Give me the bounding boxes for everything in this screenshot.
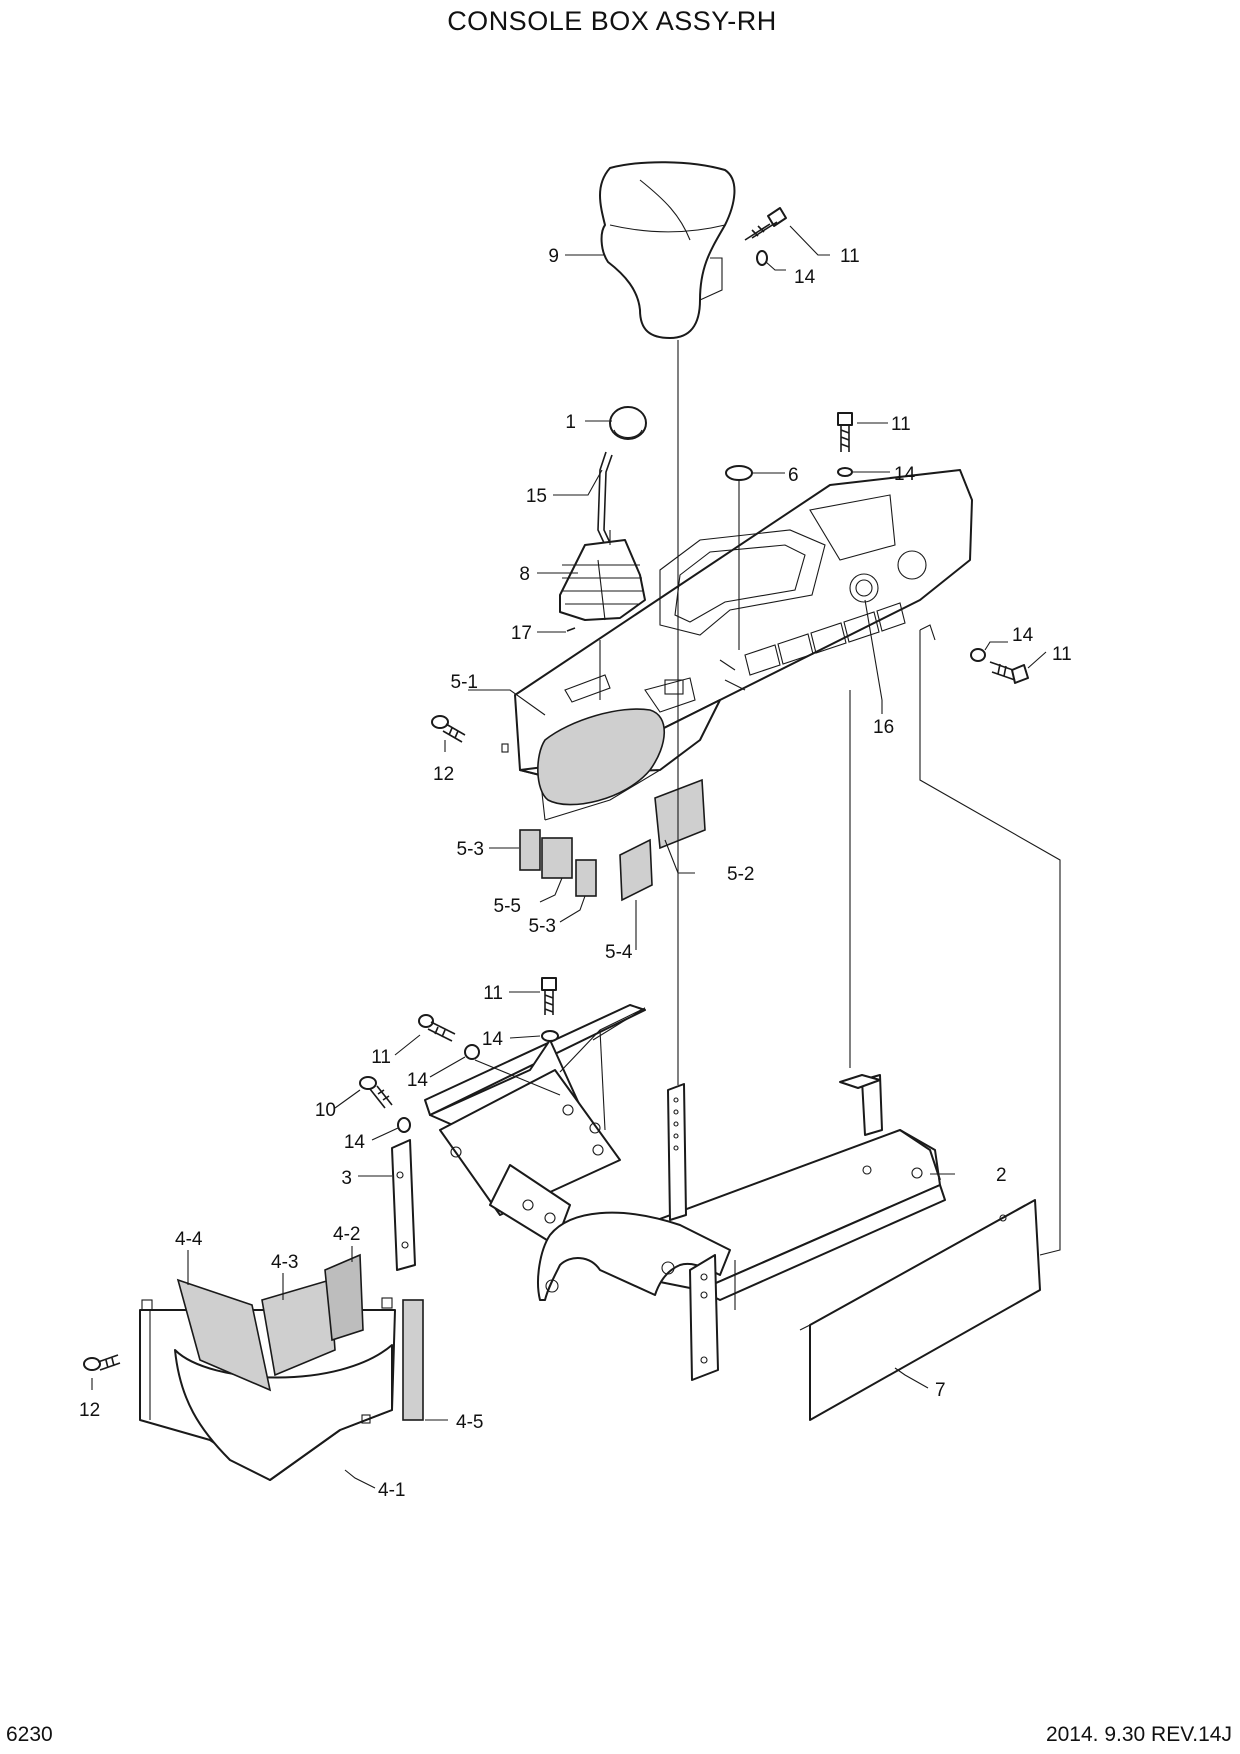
part-14-washer-middle-top	[541, 1030, 559, 1042]
part-4-3-pad	[261, 1278, 336, 1377]
callout-14-lower: 14	[344, 1132, 366, 1153]
callout-1: 1	[565, 412, 576, 433]
part-2-base-frame	[537, 1074, 946, 1381]
part-6-cap	[725, 465, 753, 481]
part-14-washer-top-right	[837, 467, 853, 477]
part-14-washer-lower	[397, 1117, 411, 1133]
callout-9: 9	[548, 246, 559, 267]
callout-4-3: 4-3	[271, 1252, 298, 1273]
part-5-2-pad	[654, 778, 706, 850]
part-11-bolt-side	[989, 661, 1029, 684]
callout-4-2: 4-2	[333, 1224, 360, 1245]
callout-4-4: 4-4	[175, 1229, 203, 1250]
part-14-washer-grip	[756, 250, 768, 266]
part-4-2-pad	[324, 1253, 364, 1342]
callout-2: 2	[996, 1165, 1007, 1186]
callout-6: 6	[788, 465, 799, 486]
callout-3: 3	[341, 1168, 352, 1189]
callout-11-middle-left: 11	[371, 1047, 391, 1068]
part-4-5-strip	[402, 1299, 424, 1421]
callout-14-grip: 14	[794, 267, 816, 288]
part-8-rubber-boot	[559, 539, 646, 621]
callout-14-middle-top: 14	[482, 1029, 504, 1050]
part-4-pads	[176, 1253, 364, 1392]
callout-7: 7	[935, 1380, 946, 1401]
callout-11-grip: 11	[840, 246, 860, 267]
part-4-4-pad	[176, 1278, 272, 1392]
leader-lines	[91, 225, 1047, 1489]
callout-5-4: 5-4	[605, 942, 633, 963]
callout-14-middle-left: 14	[407, 1070, 429, 1091]
callout-5-3-left: 5-3	[457, 839, 484, 860]
part-7-cover-plate	[799, 1199, 1041, 1421]
part-11-bolt-middle-top	[541, 977, 557, 1015]
callout-4-1: 4-1	[378, 1480, 405, 1501]
callout-15: 15	[526, 486, 547, 507]
callout-labels: 1 15 8 17 9 11 14 11 14 6 14 11 16 5-1 1…	[79, 246, 1072, 1501]
callout-14-top: 14	[894, 464, 916, 485]
part-9-joystick-grip	[599, 161, 736, 339]
callout-14-side: 14	[1012, 625, 1034, 646]
part-5-4-pad	[619, 838, 653, 902]
callout-11-side: 11	[1052, 644, 1072, 665]
callout-5-2: 5-2	[727, 864, 754, 885]
console-tab	[501, 743, 509, 753]
callout-8: 8	[519, 564, 530, 585]
part-bracket-plate	[424, 1004, 646, 1246]
callout-5-3-right: 5-3	[529, 916, 556, 937]
part-11-bolt-grip	[744, 207, 787, 241]
callout-11-middle-top: 11	[483, 983, 503, 1004]
page-number: 6230	[6, 1723, 53, 1746]
part-5-3-pad-left	[519, 829, 541, 871]
page-title: CONSOLE BOX ASSY-RH	[447, 6, 777, 36]
assembly-guide-lines	[474, 340, 1061, 1256]
part-5-pads	[519, 778, 706, 902]
part-1-knob	[609, 406, 647, 440]
revision-stamp: 2014. 9.30 REV.14J	[1046, 1723, 1232, 1746]
callout-5-1: 5-1	[451, 672, 478, 693]
part-5-3-pad-right	[575, 859, 597, 897]
part-3-bracket	[391, 1139, 416, 1271]
callout-17: 17	[511, 623, 532, 644]
part-11-bolt-middle-left	[418, 1014, 456, 1042]
part-14-washer-side	[970, 648, 986, 662]
part-12-screw-console	[431, 715, 466, 743]
part-12-screw-lower	[83, 1354, 121, 1371]
part-5-5-pad	[541, 837, 573, 879]
callout-11-top: 11	[891, 414, 911, 435]
callout-16: 16	[873, 717, 894, 738]
callout-12-lower: 12	[79, 1400, 100, 1421]
callout-5-5: 5-5	[494, 896, 521, 917]
callout-10: 10	[315, 1100, 336, 1121]
part-17-pin	[566, 627, 576, 632]
callout-12-console: 12	[433, 764, 454, 785]
part-14-washer-middle-left	[464, 1044, 480, 1060]
part-11-bolt-top-right	[837, 412, 853, 452]
part-5-1-console-box	[514, 469, 973, 821]
part-15-lever-rod	[597, 451, 613, 546]
callout-4-5: 4-5	[456, 1412, 483, 1433]
part-10-bolt	[359, 1076, 393, 1109]
